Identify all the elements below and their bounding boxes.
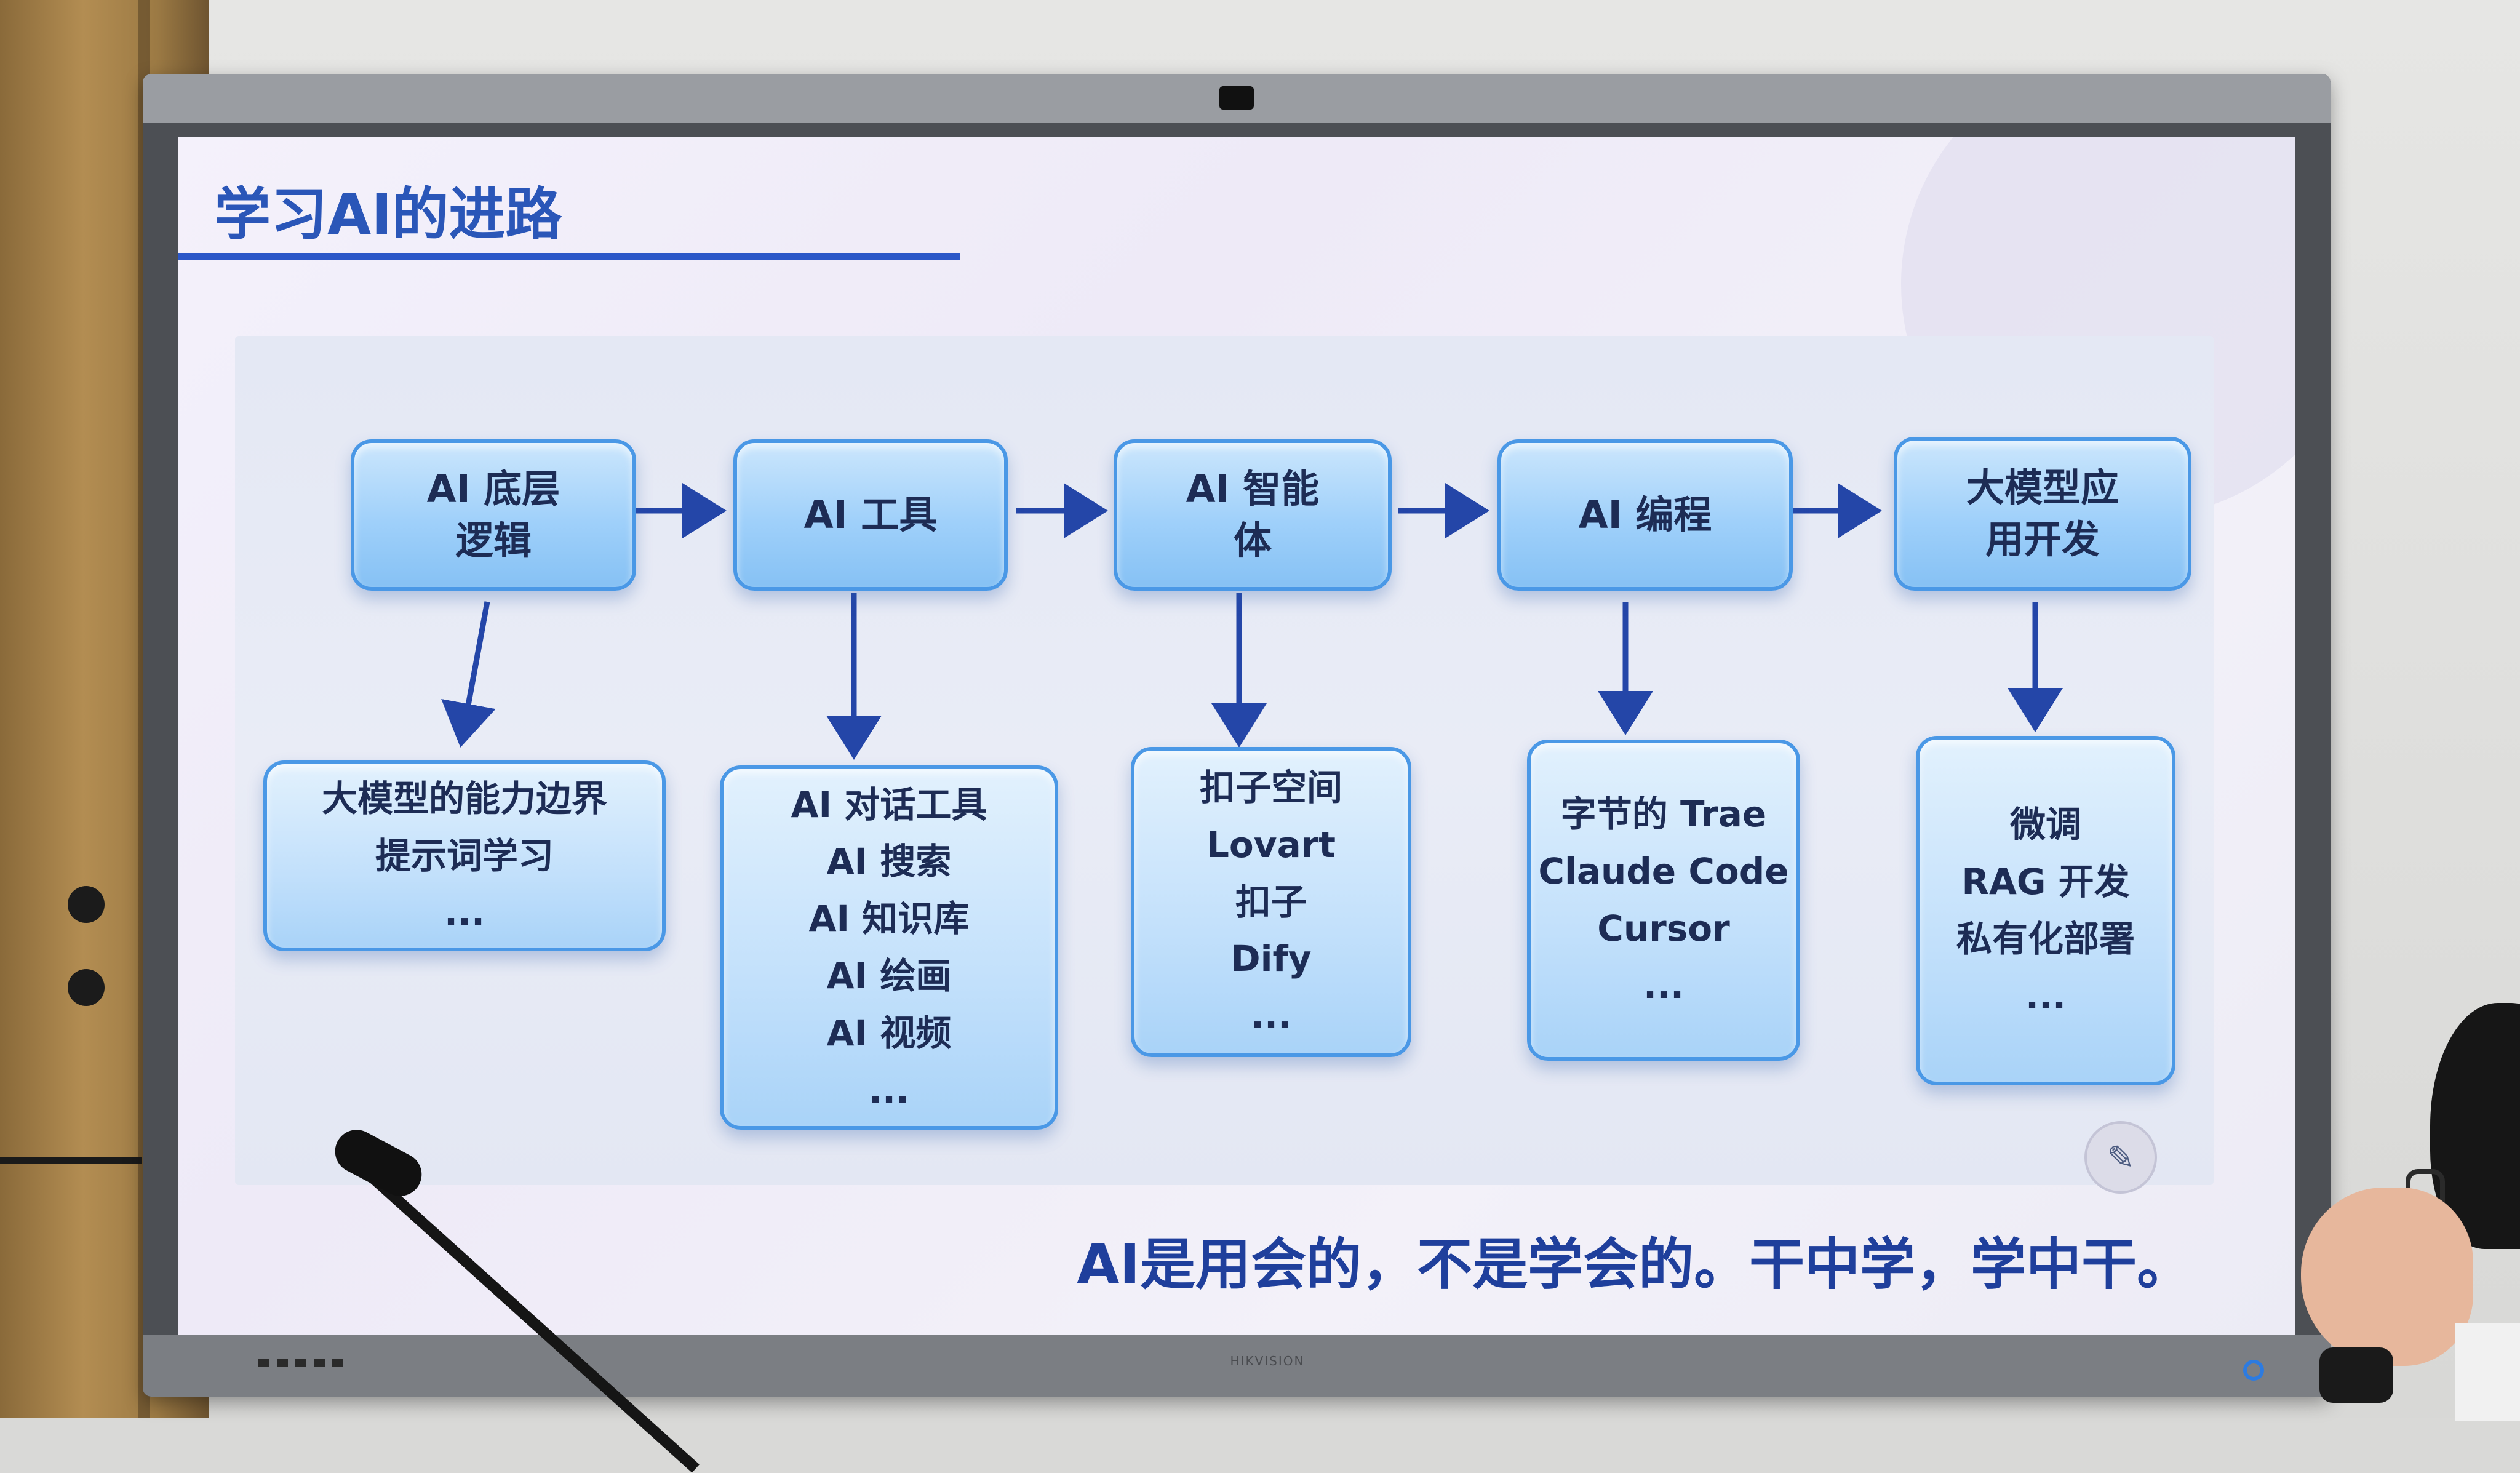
detail-item: AI 视频 (826, 1012, 952, 1054)
stage-title-line: 体 (1233, 518, 1272, 563)
detail-item: ... (444, 892, 485, 934)
stage-box-ai-tools: AI 工具 (733, 439, 1008, 591)
detail-item: Lovart (1206, 823, 1336, 866)
title-underline (178, 253, 960, 260)
detail-box-llm-app-dev: 微调 RAG 开发 私有化部署 ... (1916, 736, 2175, 1085)
pen-edit-icon[interactable]: ✎ (2084, 1121, 2157, 1194)
detail-item: 私有化部署 (1956, 918, 2135, 960)
flow-arrows (441, 483, 2063, 760)
slide-title: 学习AI的进路 (214, 182, 562, 247)
detail-item: RAG 开发 (1961, 861, 2130, 903)
detail-item: ... (868, 1069, 910, 1111)
stage-box-ai-agents: AI 智能 体 (1114, 439, 1392, 591)
detail-item: ... (1250, 995, 1292, 1037)
stage-title-line: AI 编程 (1578, 492, 1712, 538)
person-shirt (2455, 1323, 2520, 1421)
detail-item: Claude Code (1538, 850, 1789, 893)
detail-item: ... (2025, 975, 2067, 1017)
wristwatch (2319, 1347, 2393, 1403)
wall-socket-bottom (68, 969, 105, 1006)
presentation-screen: 学习AI的进路 AI 底层 逻辑 (178, 137, 2295, 1335)
detail-item: 扣子 (1235, 880, 1307, 923)
stage-title-line: AI 智能 (1186, 466, 1320, 512)
person-hands (2301, 1188, 2473, 1366)
wall-socket-top (68, 886, 105, 923)
learning-path-diagram: AI 底层 逻辑 AI 工具 AI 智能 体 AI 编程 大模型应 用开发 大模… (235, 336, 2214, 1185)
stage-title-line: AI 底层 (426, 466, 560, 512)
power-indicator-icon (2243, 1360, 2264, 1381)
stage-title-line: AI 工具 (803, 492, 938, 538)
detail-item: 微调 (2009, 804, 2081, 846)
stage-title-line: 用开发 (1985, 517, 2100, 562)
detail-box-ai-programming: 字节的 Trae Claude Code Cursor ... (1527, 740, 1800, 1061)
detail-item: AI 绘画 (826, 955, 952, 997)
detail-item: 字节的 Trae (1560, 793, 1767, 836)
detail-item: ... (1643, 964, 1685, 1007)
camera-icon (1219, 86, 1254, 110)
display-bottom-bezel (143, 1335, 2331, 1397)
detail-item: 扣子空间 (1199, 767, 1342, 808)
arrow-stage1-down (441, 601, 496, 748)
detail-item: 大模型的能力边界 (321, 777, 607, 820)
cable (0, 1157, 142, 1164)
detail-item: Cursor (1597, 908, 1730, 949)
display-brand: HIKVISION (1230, 1354, 1305, 1368)
stage-box-llm-app-dev: 大模型应 用开发 (1894, 437, 2191, 591)
stage-title-line: 大模型应 (1966, 465, 2119, 511)
detail-item: AI 知识库 (808, 898, 970, 940)
detail-box-ai-foundations: 大模型的能力边界 提示词学习 ... (263, 760, 666, 951)
slide-tagline: AI是用会的，不是学会的。干中学，学中干。 (1077, 1232, 2193, 1297)
detail-item: AI 搜索 (826, 840, 952, 883)
detail-box-ai-tools: AI 对话工具 AI 搜索 AI 知识库 AI 绘画 AI 视频 ... (720, 765, 1058, 1130)
detail-item: 提示词学习 (375, 834, 554, 877)
display-ports (258, 1359, 345, 1367)
stage-box-ai-foundations: AI 底层 逻辑 (351, 439, 636, 591)
detail-item: AI 对话工具 (791, 783, 987, 826)
stage-title-line: 逻辑 (455, 518, 532, 563)
detail-item: Dify (1230, 938, 1312, 980)
stage-box-ai-programming: AI 编程 (1497, 439, 1793, 591)
detail-box-ai-agents: 扣子空间 Lovart 扣子 Dify ... (1131, 747, 1411, 1057)
